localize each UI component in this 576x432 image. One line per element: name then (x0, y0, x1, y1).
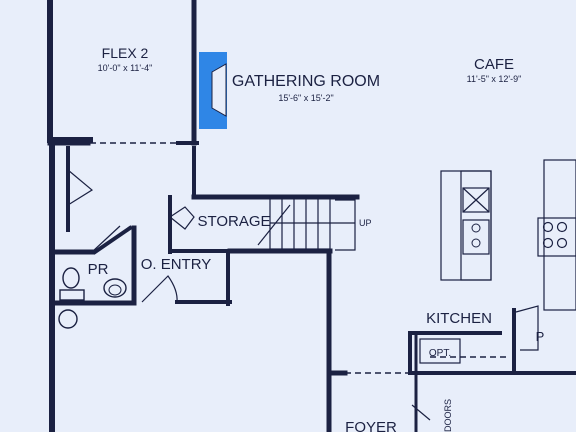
flex2-dims: 10'-0" x 11'-4" (98, 63, 153, 73)
flex2-label: FLEX 2 (102, 45, 149, 61)
gathering-room-label: GATHERING ROOM (232, 73, 380, 90)
fireplace (199, 52, 227, 129)
cafe-label: CAFE (474, 56, 514, 73)
kitchen-counter (419, 159, 576, 364)
floor-drain (58, 309, 78, 329)
opt-label: OPT. (429, 348, 451, 359)
gathering-room-dims: 15'-6" x 15'-2" (278, 93, 333, 103)
pr-label: PR (88, 261, 109, 278)
staircase (257, 196, 356, 251)
powder-fixtures (58, 267, 127, 329)
storage-label: STORAGE (197, 213, 270, 230)
kitchen-island (440, 170, 492, 281)
pantry-label: P (536, 329, 545, 344)
sink (103, 278, 127, 298)
room-labels: FLEX 2 10'-0" x 11'-4" GATHERING ROOM 15… (88, 45, 545, 432)
foyer-label: FOYER (345, 419, 397, 432)
up-label: UP (359, 218, 372, 228)
cafe-dims: 11'-5" x 12'-9" (467, 74, 522, 84)
o-entry-label: O. ENTRY (141, 256, 212, 273)
toilet (62, 267, 80, 289)
kitchen-label: KITCHEN (426, 310, 492, 327)
openings (67, 142, 510, 421)
walls (47, 0, 576, 432)
doors-label: DOORS (443, 399, 453, 432)
